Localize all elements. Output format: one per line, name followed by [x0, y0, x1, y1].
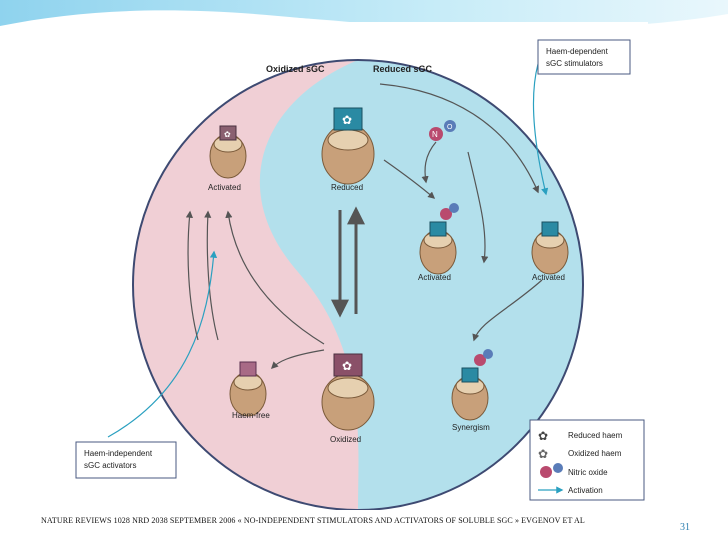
callout-haem-independent: Haem-independent sGC activators [75, 441, 177, 479]
label-synergism: Synergism [452, 423, 490, 432]
citation-footer: NATURE REVIEWS 1028 NRD 2038 SEPTEMBER 2… [41, 516, 585, 525]
svg-text:Haem-independent: Haem-independent [84, 449, 153, 458]
svg-text:✿: ✿ [342, 113, 352, 127]
svg-text:Haem-dependent: Haem-dependent [546, 47, 609, 56]
svg-text:N: N [432, 130, 438, 139]
sgc-figure: Oxidized sGC Reduced sGC ✿ Activated ✿ R… [68, 22, 648, 511]
legend-oxidized-haem-icon: ✿ [538, 447, 548, 461]
label-activated-right: Activated [532, 273, 565, 282]
label-activated-left: Activated [208, 183, 241, 192]
protein-oxidized-icon: ✿ [321, 353, 375, 431]
label-reduced: Reduced [331, 183, 363, 192]
callout-haem-dependent: Haem-dependent sGC stimulators [537, 39, 631, 75]
svg-text:✿: ✿ [224, 130, 231, 139]
legend-reduced-haem: Reduced haem [568, 431, 623, 440]
label-oxidized: Oxidized [330, 435, 361, 444]
central-equilibrium-arrows [331, 206, 365, 318]
activation-arrows [107, 63, 549, 438]
legend-reduced-haem-icon: ✿ [538, 429, 548, 443]
page-number: 31 [680, 522, 690, 533]
protein-reduced-icon: ✿ [321, 107, 375, 185]
label-haem-free: Haem-free [232, 411, 270, 420]
legend-nitric-oxide: Nitric oxide [568, 468, 608, 477]
svg-text:✿: ✿ [538, 447, 548, 461]
oxidized-sgc-title: Oxidized sGC [266, 64, 325, 74]
svg-text:✿: ✿ [538, 429, 548, 443]
protein-activated-right-icon [531, 221, 569, 275]
svg-text:sGC activators: sGC activators [84, 461, 136, 470]
legend-oxidized-haem: Oxidized haem [568, 449, 622, 458]
legend-nitric-oxide-icon [540, 463, 563, 478]
protein-activated-mid-icon [419, 203, 459, 275]
nitric-oxide-icon: N O [429, 120, 456, 141]
protein-synergism-icon [451, 349, 493, 421]
legend: ✿ Reduced haem ✿ Oxidized haem Nitric ox… [529, 419, 645, 501]
label-activated-mid: Activated [418, 273, 451, 282]
protein-haem-free-icon [229, 361, 267, 417]
legend-activation: Activation [568, 486, 603, 495]
sgc-diagram: Oxidized sGC Reduced sGC ✿ Activated ✿ R… [75, 39, 645, 511]
protein-activated-left-icon: ✿ [209, 125, 247, 179]
svg-text:sGC stimulators: sGC stimulators [546, 59, 603, 68]
svg-text:O: O [447, 124, 453, 131]
svg-text:✿: ✿ [342, 359, 352, 373]
reduced-sgc-title: Reduced sGC [373, 64, 433, 74]
